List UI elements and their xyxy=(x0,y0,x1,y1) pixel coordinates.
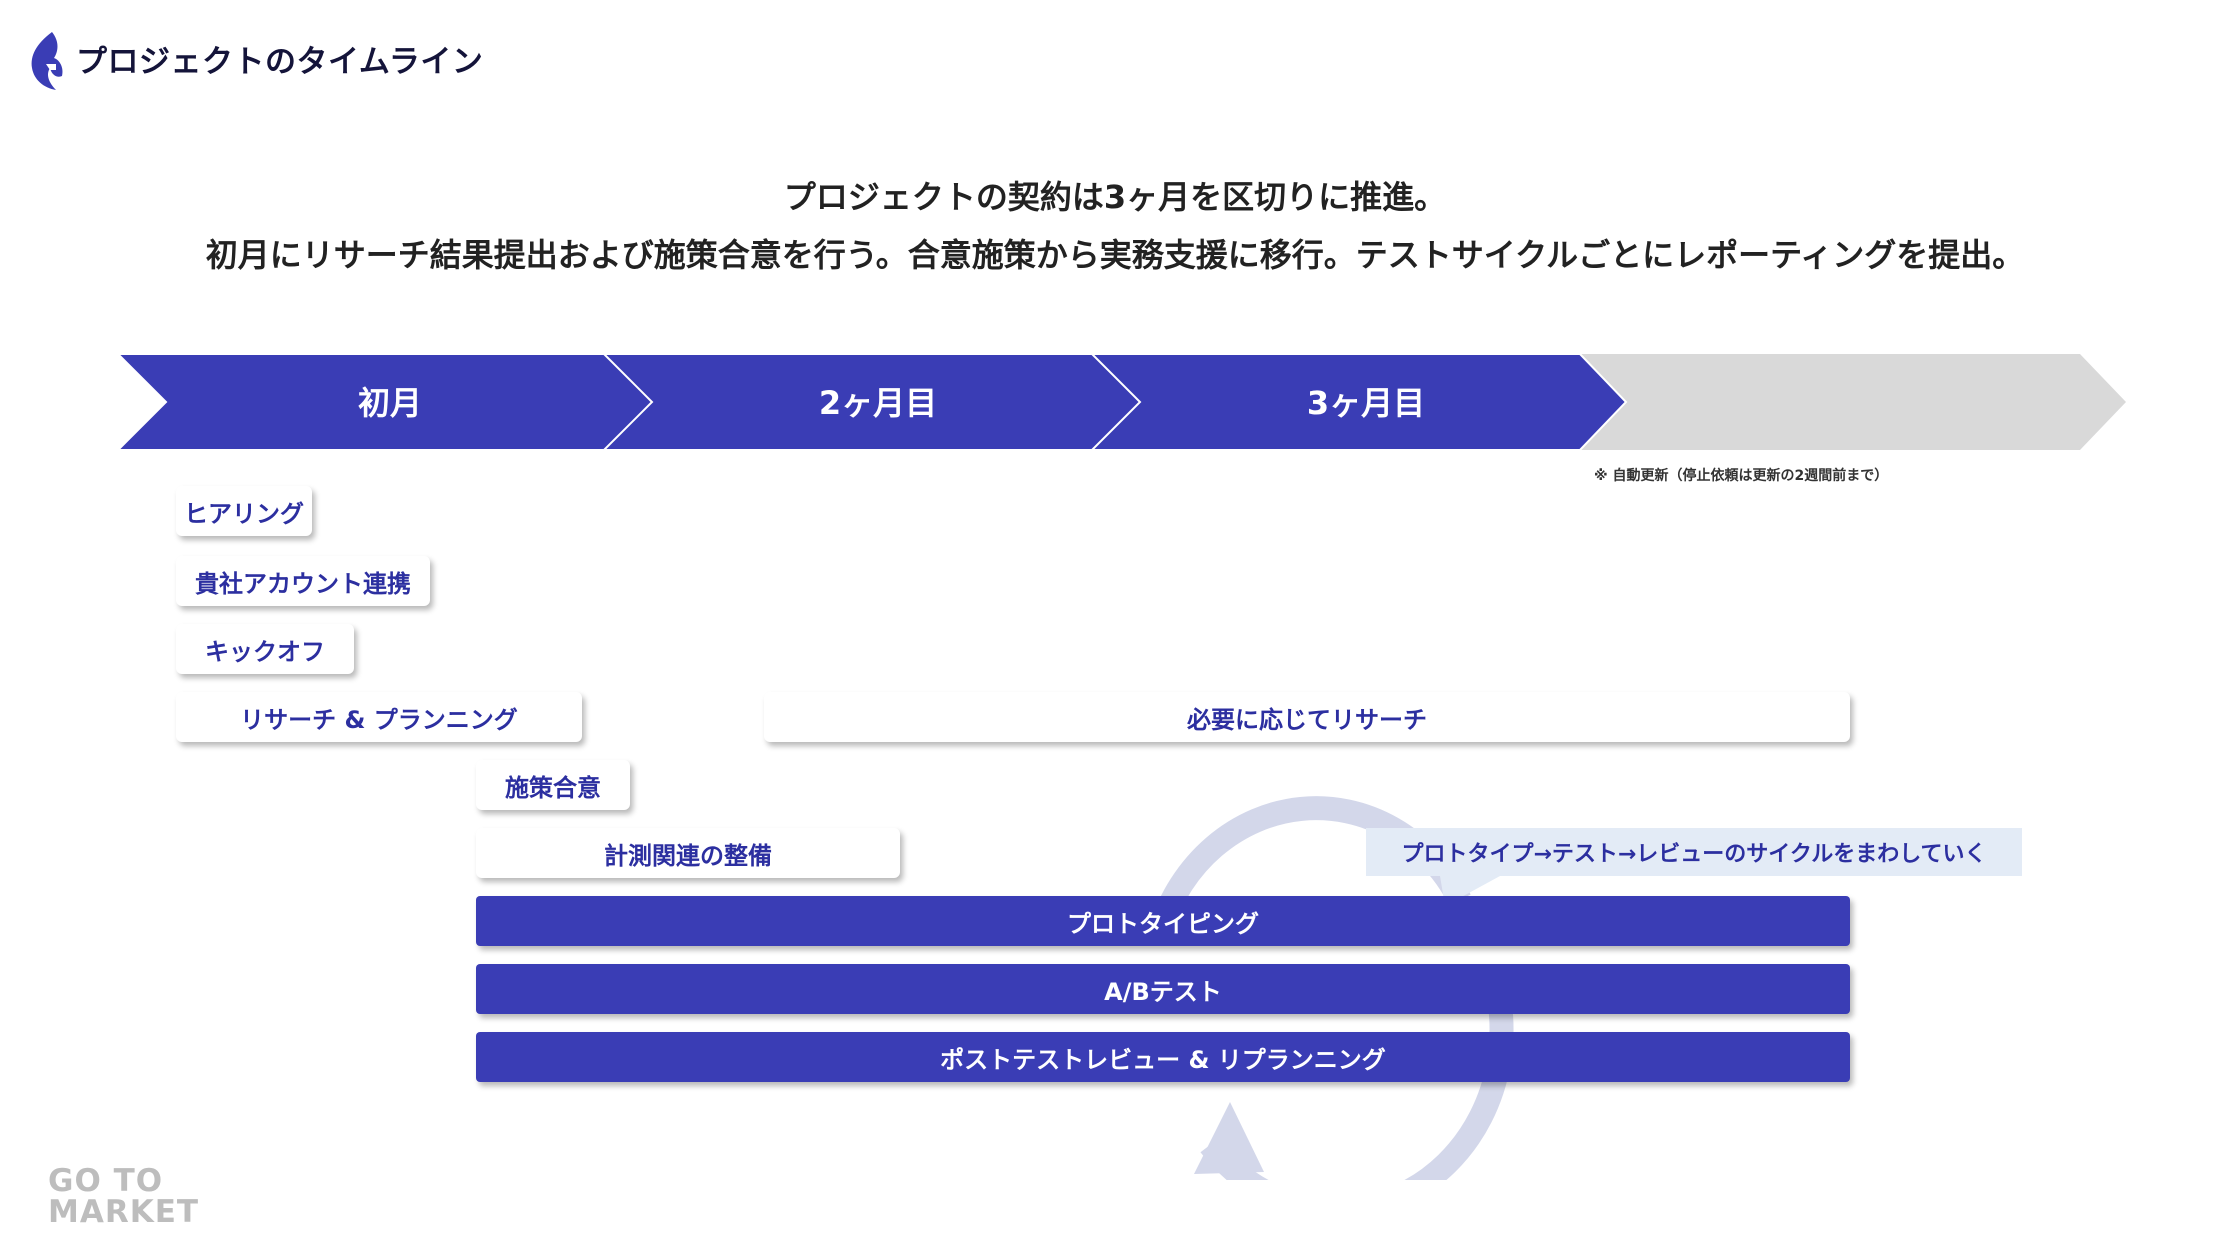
footer-logo-line-2: MARKET xyxy=(48,1194,200,1230)
phase-timeline xyxy=(115,353,2126,451)
phase-chevron-4 xyxy=(1578,354,2126,450)
auto-renewal-note: ※ 自動更新（停止依頼は更新の2週間前まで） xyxy=(1594,468,1889,484)
phase-label-month-2: 2ヶ月目 xyxy=(818,384,938,422)
flame-g-logo-icon xyxy=(31,32,63,90)
task-prototyping: プロトタイピング xyxy=(476,896,1850,946)
task-account-link: 貴社アカウント連携 xyxy=(176,556,430,606)
headline: プロジェクトの契約は3ヶ月を区切りに推進。 初月にリサーチ結果提出および施策合意… xyxy=(0,168,2230,284)
footer-logo-line-1: GO TO xyxy=(48,1163,164,1199)
phase-label-month-1: 初月 xyxy=(357,384,422,422)
go-to-market-logo: GO TO MARKET xyxy=(48,1166,199,1228)
headline-line-2: 初月にリサーチ結果提出および施策合意を行う。合意施策から実務支援に移行。テストサ… xyxy=(205,236,2025,274)
task-measurement: 計測関連の整備 xyxy=(476,828,900,878)
task-research-as-needed: 必要に応じてリサーチ xyxy=(764,692,1850,742)
phase-label-month-3: 3ヶ月目 xyxy=(1306,384,1426,422)
page-title: プロジェクトのタイムライン xyxy=(76,44,484,80)
phase-chevron-1 xyxy=(115,353,654,451)
task-kickoff: キックオフ xyxy=(176,624,354,674)
cycle-callout: プロトタイプ→テスト→レビューのサイクルをまわしていく xyxy=(1366,828,2022,876)
task-agreement: 施策合意 xyxy=(476,760,630,810)
task-review: ポストテストレビュー & リプランニング xyxy=(476,1032,1850,1082)
task-research-planning: リサーチ & プランニング xyxy=(176,692,582,742)
task-hearing: ヒアリング xyxy=(176,486,312,536)
task-ab-test: A/Bテスト xyxy=(476,964,1850,1014)
headline-line-1: プロジェクトの契約は3ヶ月を区切りに推進。 xyxy=(783,178,1447,216)
